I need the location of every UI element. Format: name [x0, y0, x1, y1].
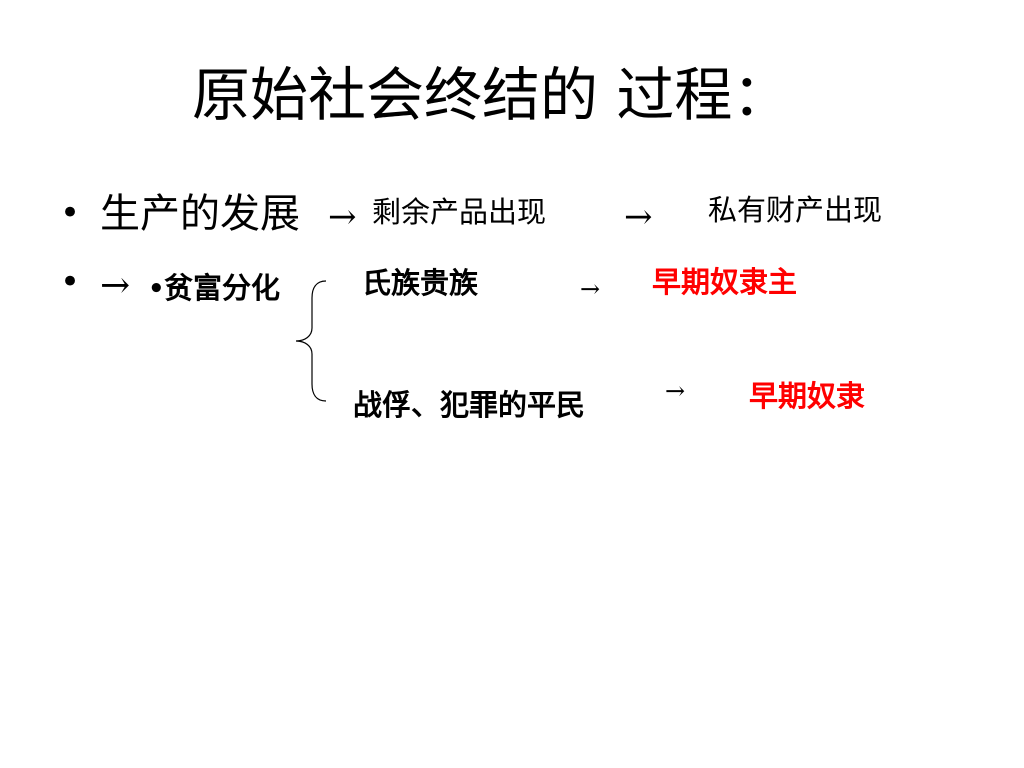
bullet-2-label: 贫富分化 — [164, 271, 281, 305]
left-curly-brace-icon — [295, 280, 327, 402]
bullet-2-sub-marker: • — [148, 274, 165, 304]
bullet-2-arrow: → — [100, 265, 131, 306]
branch-1-arrow: → — [580, 275, 601, 303]
bullet-1-item-1: 剩余产品出现 — [372, 195, 547, 229]
bullet-1-item-2: 私有财产出现 — [708, 193, 883, 227]
branch-2-arrow: → — [665, 377, 686, 405]
bullet-marker-2: • — [60, 262, 81, 302]
branch-2-origin: 战俘、犯罪的平民 — [353, 388, 586, 422]
branch-1-origin: 氏族贵族 — [362, 266, 479, 300]
bullet-marker-1: • — [60, 193, 81, 233]
bullet-1-arrow-1: → — [328, 197, 357, 237]
branch-2-result: 早期奴隶 — [749, 379, 866, 413]
bullet-1-arrow-2: → — [624, 197, 653, 237]
slide-title: 原始社会终结的 过程： — [192, 61, 791, 129]
bullet-1-lead: 生产的发展 — [100, 191, 300, 237]
branch-1-result: 早期奴隶主 — [652, 265, 798, 299]
